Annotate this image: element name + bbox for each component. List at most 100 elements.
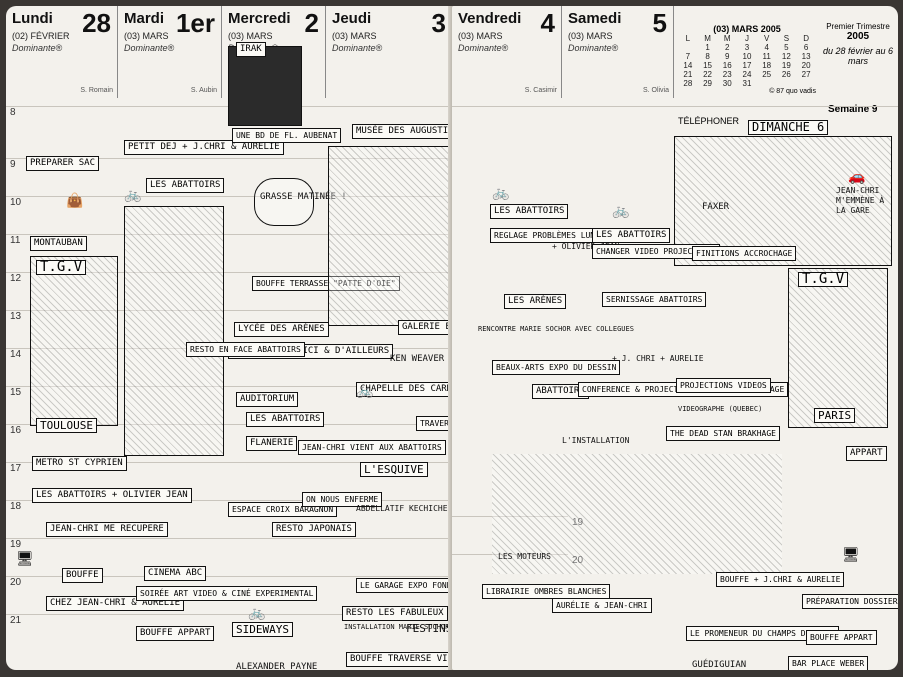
note-flanerie: FLANERIE: [246, 436, 298, 451]
sketch-irak-comic: [228, 46, 302, 126]
saint-name: S. Romain: [80, 87, 113, 94]
note-tgv: T.G.V: [36, 260, 87, 275]
day-name: Mardi: [124, 10, 165, 27]
left-agenda-page: Lundi 28 (02) FÉVRIER Dominante® S. Roma…: [6, 6, 452, 670]
hour-label: 21: [10, 615, 22, 626]
note-faxer: FAXER: [702, 202, 730, 212]
note-installation: L'INSTALLATION: [562, 436, 630, 445]
day-name: Samedi: [568, 10, 622, 27]
note-preparer-sac: PREPARER SAC: [26, 156, 100, 171]
note-resto-face-abattoirs: RESTO EN FACE ABATTOIRS: [186, 342, 305, 357]
calendar-title: (03) MARS 2005: [713, 24, 781, 34]
note-esquive: L'ESQUIVE: [360, 462, 428, 477]
note-tgv-paris: T.G.V: [798, 272, 849, 287]
bicycle-icon: 🚲: [124, 186, 142, 202]
sketch-tgv-train: [30, 256, 118, 426]
note-les-abattoirs: LES ABATTOIRS: [146, 178, 225, 193]
hour-label: 16: [10, 425, 22, 436]
day-name: Mercredi: [228, 10, 291, 27]
day-number: 28: [82, 8, 111, 38]
sketch-abattoirs-interior: [124, 206, 224, 456]
note-galerie-exprimental: GALERIE EXPRIMENTAL: [398, 320, 452, 335]
note-preparation-dossiers: PRÉPARATION DOSSIERS: [802, 594, 898, 609]
dominante-label: Dominante®: [458, 43, 509, 53]
day-number: 4: [540, 8, 555, 38]
note-les-arenes: LES ARÈNES: [504, 294, 567, 309]
note-projections-videos: PROJECTIONS VIDEOS: [676, 378, 771, 393]
year-label: 2005: [846, 31, 870, 42]
note-resto-fabuleux: RESTO LES FABULEUX: [342, 606, 448, 621]
computer-icon: 🖥: [16, 550, 34, 566]
note-paris: PARIS: [814, 408, 856, 423]
note-guediguian: GUÉDIGUIAN: [692, 660, 747, 670]
trimester-info: Premier Trimestre 2005 du 28 février au …: [822, 22, 894, 66]
note-installation-sochor: INSTALLATION MARIE SOCHOR: [344, 623, 450, 631]
day-number: 5: [652, 8, 667, 38]
day-number: 3: [431, 8, 446, 38]
note-soiree-art-video: SOIRÉE ART VIDEO & CINÉ EXPERIMENTAL: [136, 586, 318, 601]
computer-icon: 🖥: [842, 546, 860, 562]
day-month: (03) MARS: [124, 31, 169, 41]
dominante-label: Dominante®: [12, 43, 63, 53]
day-month: (03) MARS: [568, 31, 613, 41]
note-jean-chri-vient: JEAN-CHRI VIENT AUX ABATTOIRS: [298, 440, 446, 455]
note-musee-augustins: MUSÉE DES AUGUSTINS: [352, 124, 452, 139]
note-chapelle-carmelites: CHAPELLE DES CARMÉLITES: [356, 382, 452, 397]
sketch-street-scene: [492, 454, 782, 574]
note-petit-dej: PETIT DEJ + J.CHRI & AURELIE: [124, 140, 284, 155]
note-finitions-accrochage: FINITIONS ACCROCHAGE: [692, 246, 797, 261]
note-kechiche: ABDELLATIF KECHICHE: [356, 504, 448, 513]
note-jchri-aurelie: + J. CHRI + AURELIE: [612, 354, 704, 363]
dominante-label: Dominante®: [124, 43, 175, 53]
note-rencontre-sochor: RENCONTRE MARIE SOCHOR AVEC COLLEGUES: [478, 325, 634, 333]
hour-label: 20: [572, 555, 583, 566]
note-dimanche: DIMANCHE 6: [748, 120, 829, 135]
hour-label: 19: [572, 517, 583, 528]
note-cinema-abc: CINEMA ABC: [144, 566, 207, 581]
note-festins: FESTINS: [406, 622, 452, 635]
note-bouffe-appart: BOUFFE APPART: [136, 626, 215, 641]
hour-label: 8: [10, 107, 16, 118]
day-month: (03) MARS: [332, 31, 377, 41]
note-resto-japonais: RESTO JAPONAIS: [272, 522, 356, 537]
telephone-label: TÉLÉPHONER: [678, 116, 740, 126]
hour-label: 10: [10, 197, 22, 208]
note-bar-place-weber: BAR PLACE WEBER: [788, 656, 869, 670]
note-irak: IRAK: [236, 42, 266, 57]
saint-name: S. Olivia: [642, 87, 669, 94]
note-on-nous-enferme: ON NOUS ENFERME: [302, 492, 383, 507]
note-bouffe-jchri: BOUFFE + J.CHRI & AURELIE: [716, 572, 845, 587]
note-gare: JEAN-CHRI M'EMMÈNE À LA GARE: [836, 186, 885, 215]
note-sideways: SIDEWAYS: [232, 622, 293, 637]
note-les-moteurs: LES MOTEURS: [498, 552, 551, 561]
bicycle-icon: 🚲: [612, 202, 630, 218]
note-olivier-jean: + OLIVIER JEAN: [552, 242, 620, 251]
note-videographe: VIDEOGRAPHE (QUEBEC): [678, 405, 763, 413]
note-bouffe-traverse: BOUFFE TRAVERSE VIDEO: [346, 652, 452, 667]
day-header-saturday: Samedi 5 (03) MARS Dominante® S. Olivia: [562, 6, 674, 98]
note-appart: APPART: [846, 446, 887, 461]
note-abattoirs-wed: LES ABATTOIRS: [246, 412, 325, 427]
hour-label: 17: [10, 463, 22, 474]
day-month: (02) FÉVRIER: [12, 31, 70, 41]
bicycle-icon: 🚲: [356, 382, 374, 398]
note-bouffe: BOUFFE: [62, 568, 103, 583]
hour-label: 13: [10, 311, 22, 322]
sketch-crucifixion: [328, 146, 452, 326]
day-number: 1er: [175, 8, 215, 38]
hour-label: 9: [10, 159, 16, 170]
week-number: Semaine 9: [828, 104, 878, 115]
note-dead-brakhage: THE DEAD STAN BRAKHAGE: [666, 426, 780, 441]
note-grasse-matinee: GRASSE MATINÉE !: [260, 192, 347, 202]
note-alexander-payne: ALEXANDER PAYNE: [236, 662, 318, 670]
bag-icon: 👜: [66, 192, 84, 208]
note-beaux-arts: BEAUX-ARTS EXPO DU DESSIN: [492, 360, 621, 375]
trimester-label: Premier Trimestre: [826, 22, 890, 31]
week-range: du 28 février au 6 mars: [822, 46, 894, 66]
note-aurelie-jean-chri: AURÉLIE & JEAN-CHRI: [552, 598, 652, 613]
day-name: Lundi: [12, 10, 53, 27]
day-month: (03) MARS: [228, 31, 273, 41]
day-header-friday: Vendredi 4 (03) MARS Dominante® S. Casim…: [452, 6, 562, 98]
